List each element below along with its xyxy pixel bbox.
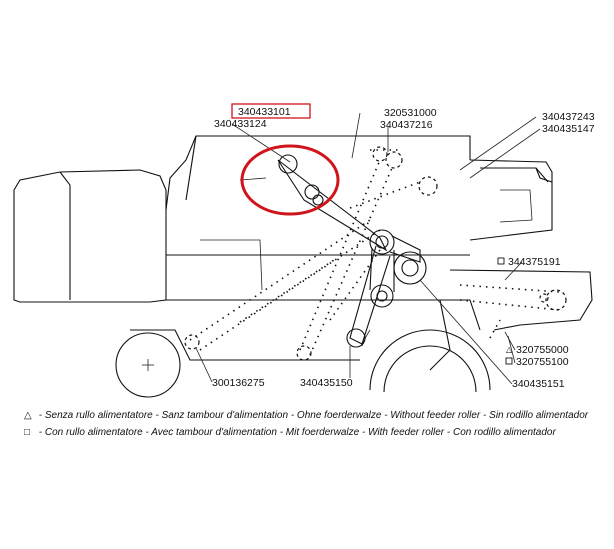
triangle-marker-icon: △ (24, 410, 32, 421)
highlight-ellipse (240, 144, 340, 216)
feeder-chain (459, 284, 567, 339)
square-marker-icon (505, 357, 513, 365)
triangle-marker-icon: △ (506, 345, 513, 354)
label-340435150: 340435150 (300, 377, 353, 389)
square-marker-icon (497, 257, 505, 265)
label-340433101: 340433101 (238, 106, 291, 118)
label-320755000: 320755000 (516, 344, 569, 356)
legend-text-with: - Con rullo alimentatore - Avec tambour … (38, 427, 556, 438)
legend-with-feeder-roller: □ - Con rullo alimentatore - Avec tambou… (24, 427, 556, 438)
label-300136275: 300136275 (212, 377, 265, 389)
chain-conveyors (184, 146, 438, 361)
label-340437216: 340437216 (380, 119, 433, 131)
label-340433124: 340433124 (214, 118, 267, 130)
label-340435147: 340435147 (542, 123, 595, 135)
highlight-box (231, 103, 311, 119)
leader-lines (195, 112, 541, 385)
front-wheel (115, 332, 181, 398)
legend-text-without: - Senza rullo alimentatore - Sanz tambou… (38, 410, 589, 421)
label-320531000: 320531000 (384, 107, 437, 119)
rear-wheel (361, 329, 491, 393)
label-340435151: 340435151 (512, 378, 565, 390)
square-marker-icon: □ (24, 427, 31, 438)
label-320755100: 320755100 (516, 356, 569, 368)
drive-belts (277, 154, 427, 348)
label-344375191: 344375191 (508, 256, 561, 268)
machine-body-outline (13, 135, 593, 371)
label-340437243: 340437243 (542, 111, 595, 123)
legend-without-feeder-roller: △ - Senza rullo alimentatore - Sanz tamb… (24, 410, 588, 421)
